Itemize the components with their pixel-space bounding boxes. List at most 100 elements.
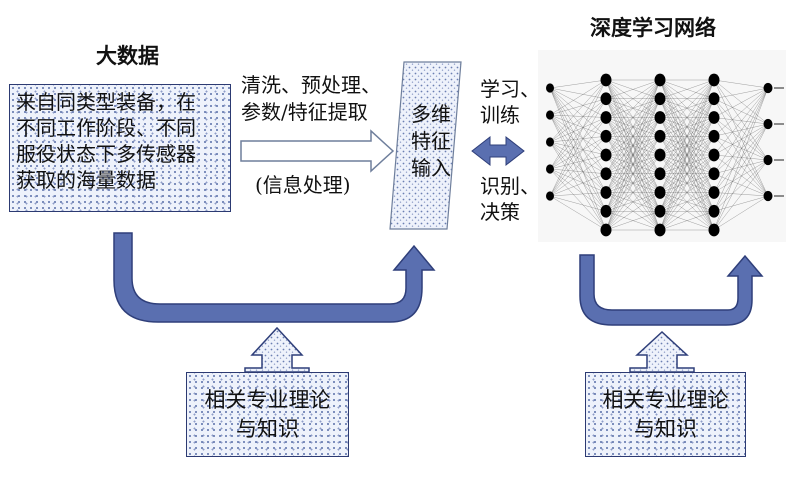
network-connection bbox=[659, 79, 715, 156]
network-connection bbox=[713, 192, 769, 197]
network-node bbox=[708, 167, 720, 181]
network-node bbox=[546, 83, 554, 93]
network-connection bbox=[713, 117, 769, 161]
network-connection bbox=[659, 79, 715, 212]
network-connection bbox=[549, 87, 607, 231]
network-connection bbox=[713, 87, 769, 156]
network-connection bbox=[713, 195, 769, 231]
network-connection bbox=[605, 79, 661, 118]
network-connection bbox=[605, 211, 661, 231]
network-connection bbox=[659, 154, 715, 231]
network-connection bbox=[659, 173, 715, 231]
network-connection bbox=[659, 192, 715, 231]
network-connection bbox=[713, 123, 769, 137]
knowledge-left-line-2: 与知识 bbox=[236, 417, 299, 441]
train-line-1: 学习、 bbox=[480, 77, 540, 101]
data-source-line-4: 获取的海量数据 bbox=[16, 168, 156, 192]
process-note: (信息处理) bbox=[255, 173, 351, 197]
network-node bbox=[600, 129, 612, 143]
network-connection bbox=[605, 192, 661, 231]
network-connection bbox=[605, 98, 661, 231]
network-connection bbox=[605, 173, 661, 231]
network-connection bbox=[549, 98, 607, 197]
network-connection bbox=[713, 87, 769, 193]
left-feedback-arrow bbox=[113, 232, 436, 323]
data-source-line-3: 服役状态下多传感器 bbox=[16, 142, 196, 166]
data-source-line-2: 不同工作阶段、不同 bbox=[16, 116, 196, 140]
network-connection bbox=[549, 98, 607, 116]
network-connection bbox=[713, 87, 769, 231]
network-node bbox=[708, 111, 720, 124]
network-connection bbox=[659, 79, 715, 193]
network-connection bbox=[549, 141, 607, 212]
network-connection bbox=[605, 79, 661, 99]
network-connection bbox=[659, 136, 715, 231]
knowledge-left-line-1: 相关专业理论 bbox=[204, 388, 331, 412]
network-connection bbox=[713, 123, 769, 156]
network-connection bbox=[549, 114, 607, 193]
network-connection bbox=[549, 114, 607, 231]
network-node bbox=[654, 111, 666, 124]
network-connection bbox=[713, 159, 769, 212]
network-connection bbox=[713, 98, 769, 197]
network-connection bbox=[659, 117, 715, 231]
knowledge-box-right: 相关专业理论 与知识 bbox=[585, 372, 746, 457]
network-connection bbox=[659, 79, 715, 118]
network-node bbox=[654, 129, 666, 143]
network-connection bbox=[713, 79, 769, 89]
network-connection bbox=[549, 195, 607, 212]
network-connection bbox=[549, 168, 607, 231]
left-knowledge-up-arrow bbox=[244, 326, 310, 373]
network-connection bbox=[713, 173, 769, 197]
network-connection bbox=[713, 123, 769, 193]
network-node bbox=[600, 223, 612, 237]
double-arrow bbox=[471, 135, 525, 167]
network-node bbox=[708, 73, 720, 87]
network-connection bbox=[549, 154, 607, 197]
network-connection bbox=[549, 168, 607, 193]
feature-input-line-1: 多维 bbox=[411, 102, 451, 126]
knowledge-right-line-2: 与知识 bbox=[634, 417, 697, 441]
network-node bbox=[763, 82, 773, 94]
network-connection bbox=[659, 79, 715, 231]
network-connection bbox=[605, 117, 661, 231]
network-node bbox=[708, 186, 720, 199]
network-connection bbox=[549, 87, 607, 193]
network-node bbox=[546, 110, 554, 120]
network-connection bbox=[549, 79, 607, 116]
feature-input-line-2: 特征 bbox=[411, 129, 451, 153]
network-node bbox=[654, 204, 666, 218]
network-connection bbox=[549, 114, 607, 137]
network-connection bbox=[659, 79, 715, 99]
network-nodes bbox=[546, 73, 773, 237]
network-connection bbox=[713, 123, 769, 212]
network-connection bbox=[605, 79, 661, 137]
network-connection bbox=[549, 87, 607, 118]
network-connection bbox=[713, 79, 769, 197]
network-connection bbox=[659, 79, 715, 137]
network-connection bbox=[713, 123, 769, 231]
feature-input-box bbox=[389, 61, 462, 230]
big-data-title: 大数据 bbox=[96, 43, 159, 68]
network-node bbox=[546, 191, 554, 201]
right-feedback-arrow bbox=[579, 254, 764, 326]
deep-learning-title: 深度学习网络 bbox=[590, 15, 716, 40]
network-node bbox=[708, 148, 720, 162]
network-node bbox=[600, 167, 612, 181]
decide-line-1: 识别、 bbox=[480, 174, 540, 198]
network-node bbox=[708, 223, 720, 237]
network-connection bbox=[605, 79, 661, 193]
network-connection bbox=[549, 141, 607, 231]
network-node bbox=[763, 154, 773, 166]
feature-input-line-3: 输入 bbox=[411, 156, 451, 180]
process-arrow bbox=[240, 129, 395, 173]
feature-input-label: 多维 特征 输入 bbox=[407, 101, 455, 182]
network-node bbox=[600, 204, 612, 218]
network-connection bbox=[549, 168, 607, 174]
network-connection bbox=[713, 79, 769, 161]
network-connection bbox=[549, 87, 607, 156]
network-connection bbox=[549, 114, 607, 174]
network-node bbox=[763, 190, 773, 202]
network-connection bbox=[549, 87, 607, 212]
